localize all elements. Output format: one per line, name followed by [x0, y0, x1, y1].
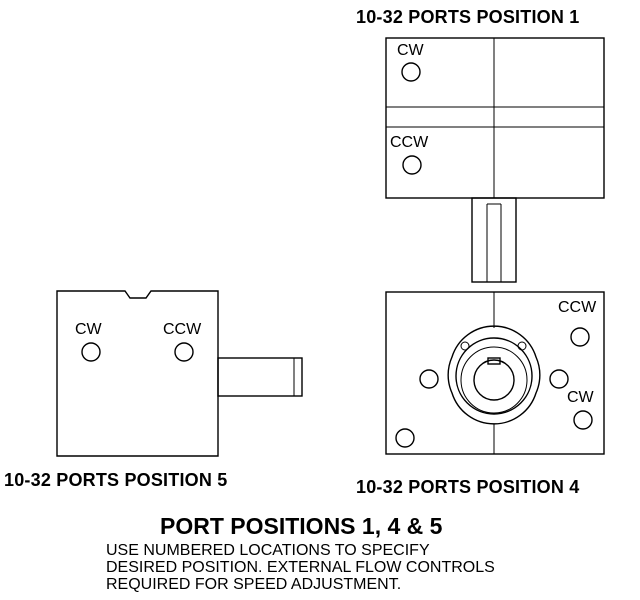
position-4-body [385, 291, 605, 455]
position-4-cw-label: CW [567, 389, 594, 406]
position-4-port-bottom-left [395, 428, 415, 448]
position-5-ccw-port [174, 342, 194, 362]
figure-title: PORT POSITIONS 1, 4 & 5 [160, 513, 443, 539]
position-4-flange-hole-left [460, 341, 470, 351]
position-1-body [385, 37, 605, 199]
position-4-hub-outer [455, 337, 533, 415]
position-4-view [385, 291, 605, 455]
position-4-heading: 10-32 PORTS POSITION 4 [356, 477, 580, 497]
position-1-ccw-label: CCW [390, 134, 429, 151]
position-4-hub-middle [460, 346, 528, 414]
position-4-port-right [549, 369, 569, 389]
position-5-body [56, 290, 219, 457]
position-4-bore [473, 359, 515, 401]
position-1-cw-port [401, 62, 421, 82]
position-1-heading: 10-32 PORTS POSITION 1 [356, 7, 580, 27]
position-1-cw-label: CW [397, 42, 424, 59]
note-line-2: DESIRED POSITION. EXTERNAL FLOW CONTROLS [106, 559, 495, 576]
position-4-flange-hole-right [517, 341, 527, 351]
position-4-port-left [419, 369, 439, 389]
position-1-ccw-port [402, 155, 422, 175]
position-4-ccw-port [570, 327, 590, 347]
position-5-shaft [217, 357, 303, 397]
note-line-3: REQUIRED FOR SPEED ADJUSTMENT. [106, 576, 402, 593]
position-5-heading: 10-32 PORTS POSITION 5 [4, 470, 228, 490]
position-1-view [385, 37, 605, 283]
position-1-shaft [471, 197, 517, 283]
position-5-cw-port [81, 342, 101, 362]
position-5-ccw-label: CCW [163, 321, 202, 338]
position-5-cw-label: CW [75, 321, 102, 338]
position-4-mounting-flange [447, 325, 541, 425]
note-line-1: USE NUMBERED LOCATIONS TO SPECIFY [106, 542, 430, 559]
position-4-cw-port [573, 410, 593, 430]
position-5-view [56, 290, 303, 457]
position-4-keyway [487, 357, 501, 365]
position-4-ccw-label: CCW [558, 299, 597, 316]
